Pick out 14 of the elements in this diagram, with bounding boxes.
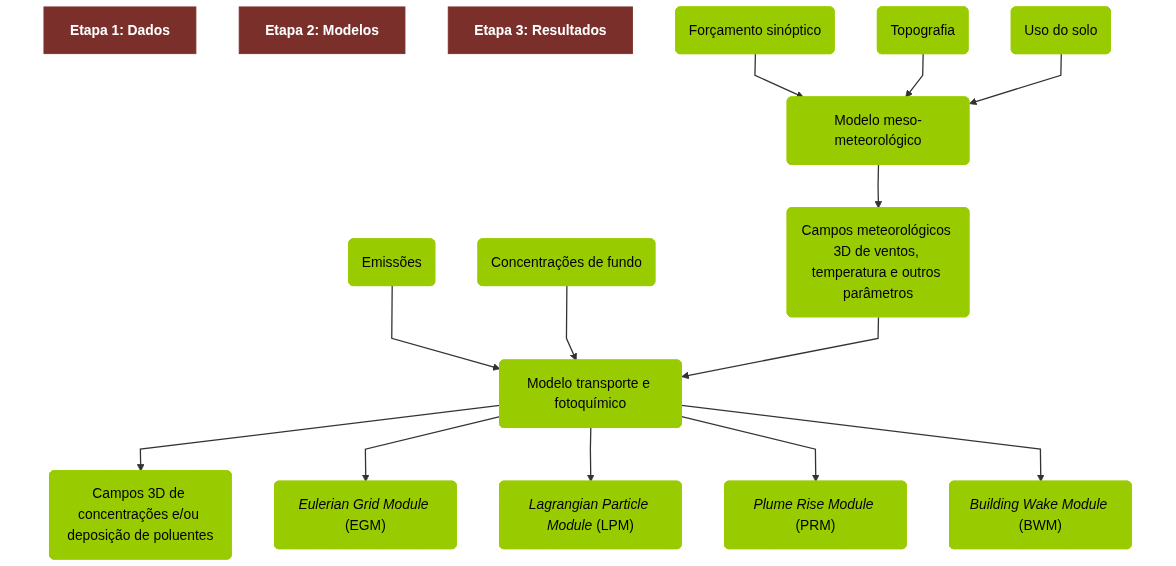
arrow	[587, 427, 595, 482]
arrow	[905, 53, 925, 98]
arrow	[874, 164, 883, 209]
arrow	[969, 53, 1063, 106]
node-box: Etapa 1: Dados	[43, 6, 197, 55]
arrow	[137, 404, 501, 472]
arrow	[681, 316, 880, 380]
arrow	[566, 285, 578, 361]
arrow	[362, 415, 501, 482]
arrow	[391, 285, 501, 371]
arrow	[681, 415, 820, 482]
arrow	[681, 404, 1045, 482]
node-box: Etapa 3: Resultados	[448, 6, 634, 55]
node-box: Etapa 2: Modelos	[239, 6, 406, 55]
